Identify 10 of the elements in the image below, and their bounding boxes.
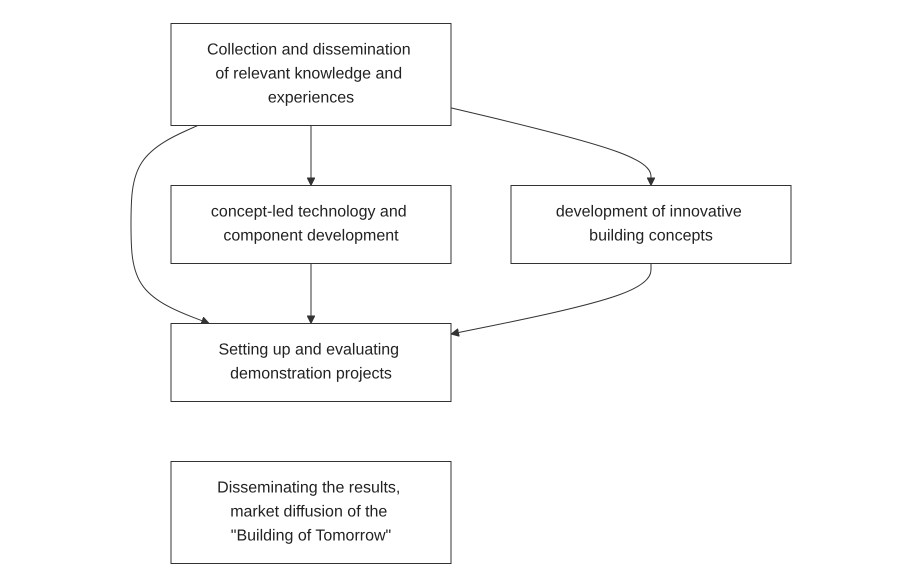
node-box: Setting up and evaluating demonstration projects	[170, 323, 452, 402]
node-box: development of innovative building concepts	[510, 185, 792, 264]
arrow	[450, 107, 656, 186]
node-box: concept-led technology and component development	[170, 185, 452, 264]
node-box: Disseminating the results, market diffusion of the "Building of Tomorrow"	[170, 461, 452, 564]
arrow	[130, 125, 210, 325]
arrow	[306, 125, 316, 186]
arrow	[450, 263, 652, 337]
arrow	[306, 263, 316, 324]
node-box: Collection and dissemination of relevant knowledge and experiences	[170, 23, 452, 126]
